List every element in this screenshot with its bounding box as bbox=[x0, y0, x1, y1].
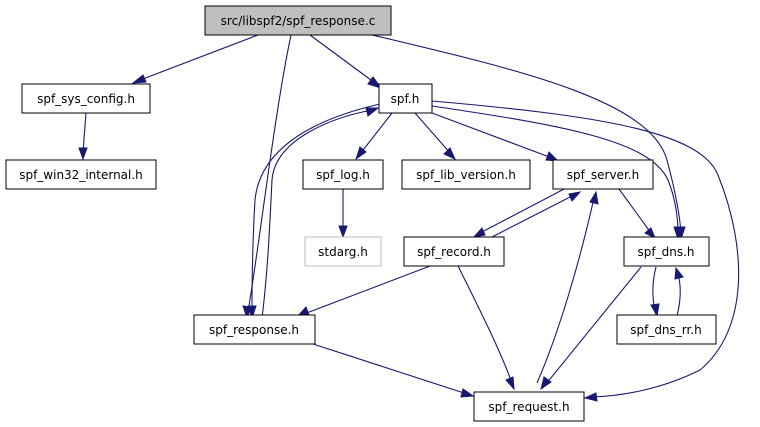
node-spf-dns-h[interactable]: spf_dns.h bbox=[623, 236, 710, 267]
edge-spf-h-to-spf-lib-version-h bbox=[414, 112, 457, 161]
node-label: spf_win32_internal.h bbox=[19, 168, 143, 182]
edge-spf-record-h-to-spf-request-h bbox=[457, 265, 515, 391]
node-label: stdarg.h bbox=[318, 245, 368, 259]
edge-spf-record-h-to-spf-response-h bbox=[296, 265, 431, 317]
node-spf-request-h[interactable]: spf_request.h bbox=[473, 391, 585, 422]
node-spf-response-h[interactable]: spf_response.h bbox=[193, 314, 316, 345]
edge-spf-h-to-spf-server-h bbox=[431, 112, 560, 162]
node-spf-win32-internal-h[interactable]: spf_win32_internal.h bbox=[5, 159, 157, 190]
node-spf-lib-version-h[interactable]: spf_lib_version.h bbox=[401, 159, 531, 190]
node-label: spf_request.h bbox=[488, 400, 569, 414]
edge-spf-response-c-to-spf-response-h bbox=[242, 34, 292, 320]
node-label: spf.h bbox=[391, 92, 420, 106]
edge-spf-response-c-to-spf-sys-config-h bbox=[131, 34, 259, 84]
edge-spf-server-h-to-spf-dns-h bbox=[618, 188, 656, 240]
edge-spf-h-to-spf-dns-h bbox=[431, 105, 683, 241]
node-spf-sys-config-h[interactable]: spf_sys_config.h bbox=[21, 83, 151, 114]
edge-spf-dns-rr-h-to-spf-dns-h bbox=[674, 266, 684, 317]
node-label: spf_record.h bbox=[417, 245, 491, 259]
edge-spf-response-h-to-spf-h bbox=[261, 107, 380, 319]
node-label: spf_dns.h bbox=[638, 245, 695, 259]
edge-spf-log-h-to-stdarg-h bbox=[338, 189, 348, 239]
edge-spf-dns-h-to-spf-request-h bbox=[540, 266, 642, 391]
node-label: spf_server.h bbox=[567, 168, 639, 182]
edge-spf-h-to-spf-request-h bbox=[431, 100, 740, 402]
node-spf-log-h[interactable]: spf_log.h bbox=[302, 159, 384, 190]
node-spf-server-h[interactable]: spf_server.h bbox=[552, 159, 654, 190]
node-label: spf_response.h bbox=[209, 323, 299, 337]
edge-spf-response-h-to-spf-request-h bbox=[309, 342, 475, 398]
edge-spf-h-to-spf-response-h bbox=[247, 103, 381, 320]
edge-spf-h-to-spf-log-h bbox=[355, 112, 393, 161]
node-stdarg-h[interactable]: stdarg.h bbox=[304, 236, 382, 267]
edge-spf-dns-h-to-spf-dns-rr-h bbox=[650, 266, 660, 318]
node-label: spf_lib_version.h bbox=[416, 168, 516, 182]
edge-spf-request-h-to-spf-server-h bbox=[536, 190, 599, 384]
node-label: spf_log.h bbox=[316, 168, 370, 182]
edge-spf-sys-config-h-to-spf-win32-internal-h bbox=[78, 112, 88, 161]
node-label: src/libspf2/spf_response.c bbox=[221, 14, 376, 28]
node-label: spf_sys_config.h bbox=[37, 92, 135, 106]
node-label: spf_dns_rr.h bbox=[630, 323, 702, 337]
edge-spf-server-h-to-spf-record-h bbox=[472, 187, 567, 238]
node-spf-response-c[interactable]: src/libspf2/spf_response.c bbox=[204, 5, 392, 36]
node-spf-record-h[interactable]: spf_record.h bbox=[403, 236, 505, 267]
edge-spf-record-h-to-spf-server-h bbox=[491, 191, 582, 238]
edge-spf-response-c-to-spf-h bbox=[309, 34, 383, 89]
node-spf-h[interactable]: spf.h bbox=[378, 83, 433, 114]
node-spf-dns-rr-h[interactable]: spf_dns_rr.h bbox=[616, 314, 717, 345]
